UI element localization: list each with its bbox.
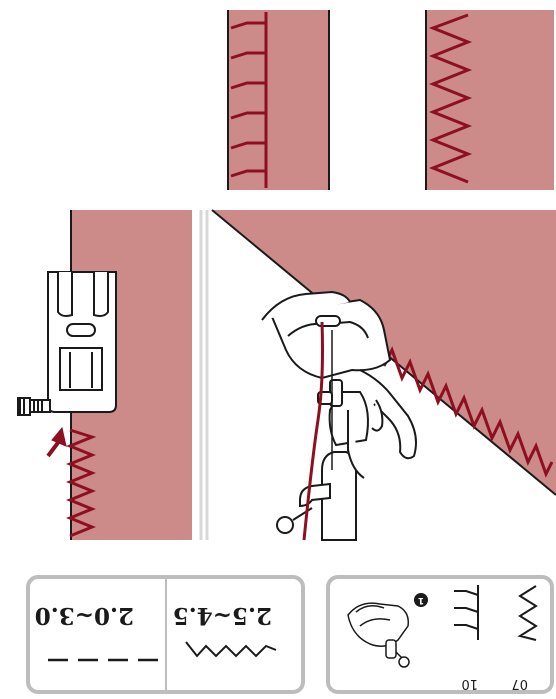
stitch-number-zigzag: 07	[511, 676, 528, 691]
straight-length-setting: 2.0~3.0	[35, 602, 134, 629]
foot-badge: 1	[414, 593, 428, 607]
stitch-number-blind: 10	[461, 676, 478, 691]
zigzag-width-setting: 2.5~4.5	[173, 602, 272, 629]
